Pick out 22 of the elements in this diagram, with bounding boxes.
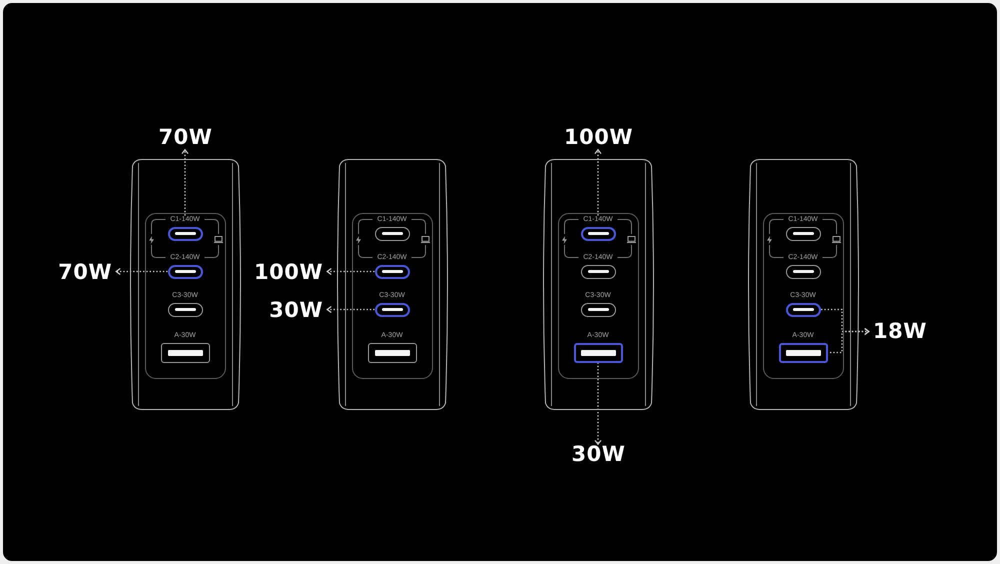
dotted-arrow xyxy=(326,306,374,314)
power-label: 100W xyxy=(564,126,633,148)
dotted-arrow xyxy=(181,149,189,216)
charger-body xyxy=(335,159,450,410)
port-panel xyxy=(145,213,226,379)
dotted-arrow xyxy=(828,328,870,354)
power-label: 30W xyxy=(572,444,626,464)
port-panel xyxy=(763,213,844,379)
power-label: 100W xyxy=(254,262,323,282)
charger-body xyxy=(746,159,861,410)
power-label: 30W xyxy=(269,300,323,320)
port-panel xyxy=(352,213,433,379)
port-panel xyxy=(558,213,639,379)
power-label: 70W xyxy=(58,262,112,282)
dotted-arrow xyxy=(594,362,602,445)
dotted-arrow xyxy=(594,149,602,216)
charger-body xyxy=(541,159,656,410)
dotted-arrow xyxy=(326,268,374,276)
power-label: 18W xyxy=(873,321,927,342)
charger-body xyxy=(128,159,243,410)
dotted-arrow xyxy=(116,268,168,276)
power-label: 70W xyxy=(158,126,212,148)
